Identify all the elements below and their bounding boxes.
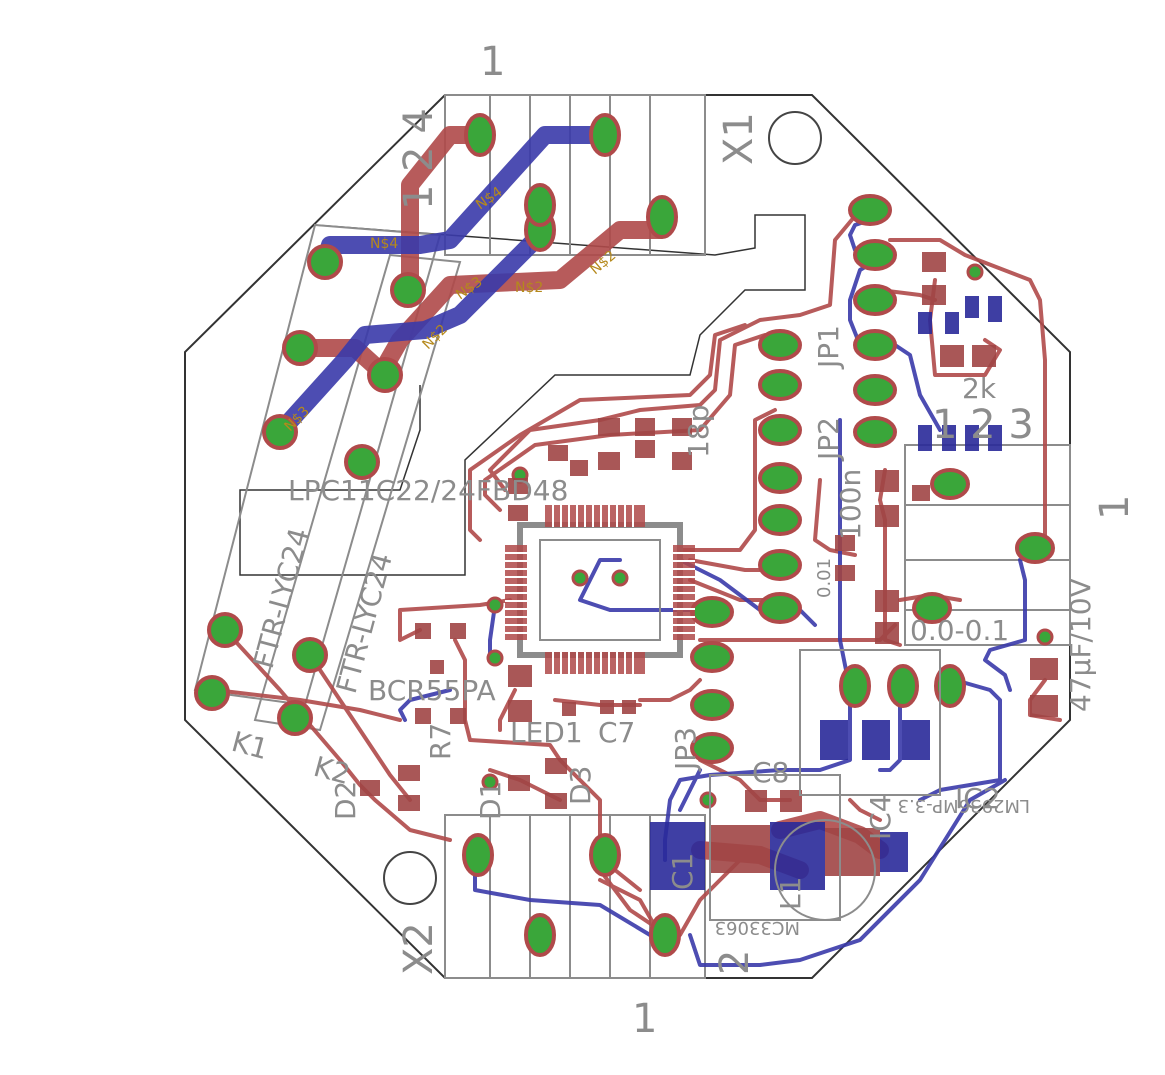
x2-pin2-label: 2 — [712, 950, 758, 975]
c1-label: C1 — [666, 853, 699, 890]
d2-label: D2 — [329, 781, 362, 820]
jp2-label: JP2 — [812, 417, 845, 462]
net-n4-label-2: N$4 — [370, 236, 398, 252]
ic2-part-label: LM2936MP-3.3 — [898, 795, 1030, 816]
led1-label: LED1 — [510, 716, 583, 749]
mcu-lqfp48 — [505, 505, 695, 674]
smd-bottom-pads — [650, 296, 1002, 890]
d3-label: D3 — [564, 766, 597, 805]
r-00-label: 0.0-0.1 — [910, 614, 1009, 647]
bottom-copper-traces — [271, 126, 1027, 967]
c-47u-label: 47µF/10V — [1064, 578, 1097, 712]
d1-label: D1 — [474, 781, 507, 820]
x1-label: X1 — [716, 112, 762, 165]
x1-pins-label: 1 2 4 — [396, 108, 442, 210]
board-outline — [184, 94, 1071, 979]
x3-pins-label: 1 2 3 — [932, 402, 1034, 448]
net-n2-label-1: N$2 — [515, 280, 543, 296]
l1-label: L1 — [774, 877, 807, 910]
smd-top-pads — [360, 252, 1058, 876]
r7-label: R7 — [424, 723, 457, 760]
ic4-label: IC4 — [864, 794, 897, 840]
x2-label: X2 — [396, 922, 442, 975]
vias — [481, 263, 1054, 809]
c-18p-label: 18p — [682, 405, 715, 458]
c-100n-label: 100n — [834, 469, 867, 540]
jp3-label: JP3 — [669, 727, 702, 772]
keepout-outline — [239, 214, 806, 576]
c8-label: C8 — [752, 756, 789, 789]
jp1-label: JP1 — [812, 325, 845, 370]
mcu-label: LPC11C22/24FBD48 — [288, 474, 568, 507]
r-2k-label: 2k — [962, 372, 997, 405]
c7-label: C7 — [598, 716, 635, 749]
mounting-holes — [383, 111, 822, 905]
x1-pin1-label: 1 — [480, 39, 505, 85]
mc-label: MC33063 — [715, 917, 800, 938]
x3-pin1-label: 1 — [1092, 495, 1138, 520]
component-outlines — [709, 649, 941, 921]
k1-label: K1 — [228, 725, 271, 766]
x2-pin1-label: 1 — [632, 996, 657, 1042]
c-01-label: 0.01 — [814, 558, 835, 598]
through-hole-pads — [194, 113, 1055, 957]
bcr-label: BCR55PA — [368, 674, 496, 707]
ic2-label: IC2 — [955, 782, 1001, 815]
